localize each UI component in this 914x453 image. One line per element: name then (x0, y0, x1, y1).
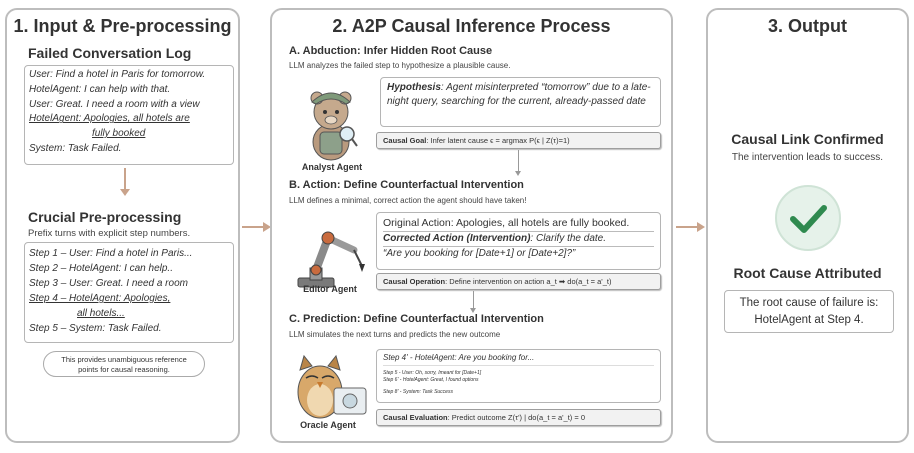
hypothesis-box: Hypothesis: Agent misinterpreted “tomorr… (380, 77, 661, 127)
causal-link-subtitle: The intervention leads to success. (731, 152, 884, 163)
step-line: Step 5 – System: Task Failed. (29, 323, 162, 334)
step-numbered-log-box: Step 1 – User: Find a hotel in Paris... … (24, 242, 234, 343)
causal-evaluation-label: Causal Evaluation (383, 413, 448, 422)
causal-evaluation-text: : Predict outcome Z(τ') | do(a_t = a'_t)… (447, 413, 586, 422)
step-line: Step 2 – HotelAgent: I can help.. (29, 263, 173, 274)
simulated-step: Step 6' - HotelAgent: Great, I found opt… (383, 377, 479, 383)
analyst-agent-icon (310, 91, 358, 161)
causal-link-title: Causal Link Confirmed (731, 131, 884, 147)
log-line: User: Great. I need a room with a view (29, 98, 200, 110)
oracle-agent-icon (297, 354, 367, 419)
causal-operation-box: Causal Operation: Define intervention on… (376, 273, 661, 290)
preprocessing-title: Crucial Pre-processing (28, 209, 182, 225)
corrected-action: Corrected Action (Intervention): Clarify… (383, 230, 654, 247)
log-line-failure: HotelAgent: Apologies, all hotels are (29, 113, 190, 125)
prediction-subtitle: LLM simulates the next turns and predict… (289, 330, 501, 339)
conversation-log-box: User: Find a hotel in Paris for tomorrow… (24, 65, 234, 165)
panel2-title: 2. A2P Causal Inference Process (332, 16, 611, 36)
down-arrow (120, 168, 130, 196)
step-line-failure-cont: all hotels... (77, 308, 125, 319)
operation-arrow (470, 291, 476, 313)
panel1-to-panel2-arrow (242, 222, 271, 232)
abduction-title: A. Abduction: Infer Hidden Root Cause (289, 45, 493, 57)
input-preprocessing-panel: 1. Input & Pre-processing Failed Convers… (5, 8, 240, 443)
causal-operation-label: Causal Operation (383, 277, 446, 286)
step-line: Step 1 – User: Find a hotel in Paris... (29, 248, 193, 259)
simulated-step: Step 5 - User: Oh, sorry, Imeant for [Da… (383, 370, 482, 376)
reference-note: This provides unambiguous reference poin… (43, 351, 205, 377)
panel1-title: 1. Input & Pre-processing (13, 16, 232, 36)
action-title: B. Action: Define Counterfactual Interve… (289, 179, 524, 191)
causal-goal-text: : Infer latent cause ϵ = argmax P(ϵ | Z(… (426, 136, 570, 145)
original-action: Original Action: Apologies, all hotels a… (383, 217, 630, 229)
root-cause-title: Root Cause Attributed (733, 265, 882, 281)
root-cause-box: The root cause of failure is: HotelAgent… (724, 290, 894, 333)
preprocessing-subtitle: Prefix turns with explicit step numbers. (28, 228, 191, 239)
causal-operation-text: : Define intervention on action a_t ➡ do… (445, 277, 612, 286)
checkmark-icon (775, 185, 841, 251)
output-panel: 3. Output Causal Link Confirmed The inte… (706, 8, 909, 443)
hypothesis-text: : Agent misinterpreted “tomorrow” due to… (387, 82, 651, 107)
root-cause-line: HotelAgent at Step 4. (754, 314, 864, 326)
log-title: Failed Conversation Log (28, 45, 192, 61)
step-line-failure: Step 4 – HotelAgent: Apologies, (29, 293, 171, 304)
oracle-agent-label: Oracle Agent (300, 420, 356, 430)
goal-arrow (515, 150, 521, 176)
simulated-step: Step 8' - System: Task Success (383, 389, 453, 395)
prediction-title: C. Prediction: Define Counterfactual Int… (289, 313, 544, 325)
log-line: System: Task Failed. (29, 142, 122, 154)
abduction-subtitle: LLM analyzes the failed step to hypothes… (289, 61, 511, 70)
step-line: Step 3 – User: Great. I need a room (29, 278, 188, 289)
editor-agent-label: Editor Agent (303, 284, 357, 294)
log-line: HotelAgent: I can help with that. (29, 83, 171, 95)
causal-inference-panel: 2. A2P Causal Inference Process A. Abduc… (270, 8, 673, 443)
log-line: User: Find a hotel in Paris for tomorrow… (29, 69, 206, 80)
log-line-failure-cont: fully booked (92, 128, 146, 140)
simulated-step4: Step 4' - HotelAgent: Are you booking fo… (383, 353, 654, 366)
causal-goal-label: Causal Goal (383, 136, 427, 145)
corrected-quote: “Are you booking for [Date+1] or [Date+2… (383, 248, 576, 259)
corrected-action-label: Corrected Action (Intervention) (383, 232, 531, 244)
panel2-to-panel3-arrow (676, 222, 705, 232)
simulation-box: Step 4' - HotelAgent: Are you booking fo… (376, 349, 661, 403)
analyst-agent-label: Analyst Agent (301, 162, 363, 172)
root-cause-line: The root cause of failure is: (739, 297, 879, 309)
hypothesis-label: Hypothesis (387, 82, 441, 93)
causal-goal-box: Causal Goal: Infer latent cause ϵ = argm… (376, 132, 661, 149)
action-subtitle: LLM defines a minimal, correct action th… (289, 196, 527, 205)
editor-agent-icon (297, 231, 365, 288)
corrected-action-text: : Clarify the date. (530, 232, 607, 244)
panel3-title: 3. Output (768, 16, 847, 36)
causal-evaluation-box: Causal Evaluation: Predict outcome Z(τ')… (376, 409, 661, 426)
intervention-box: Original Action: Apologies, all hotels a… (376, 212, 661, 270)
